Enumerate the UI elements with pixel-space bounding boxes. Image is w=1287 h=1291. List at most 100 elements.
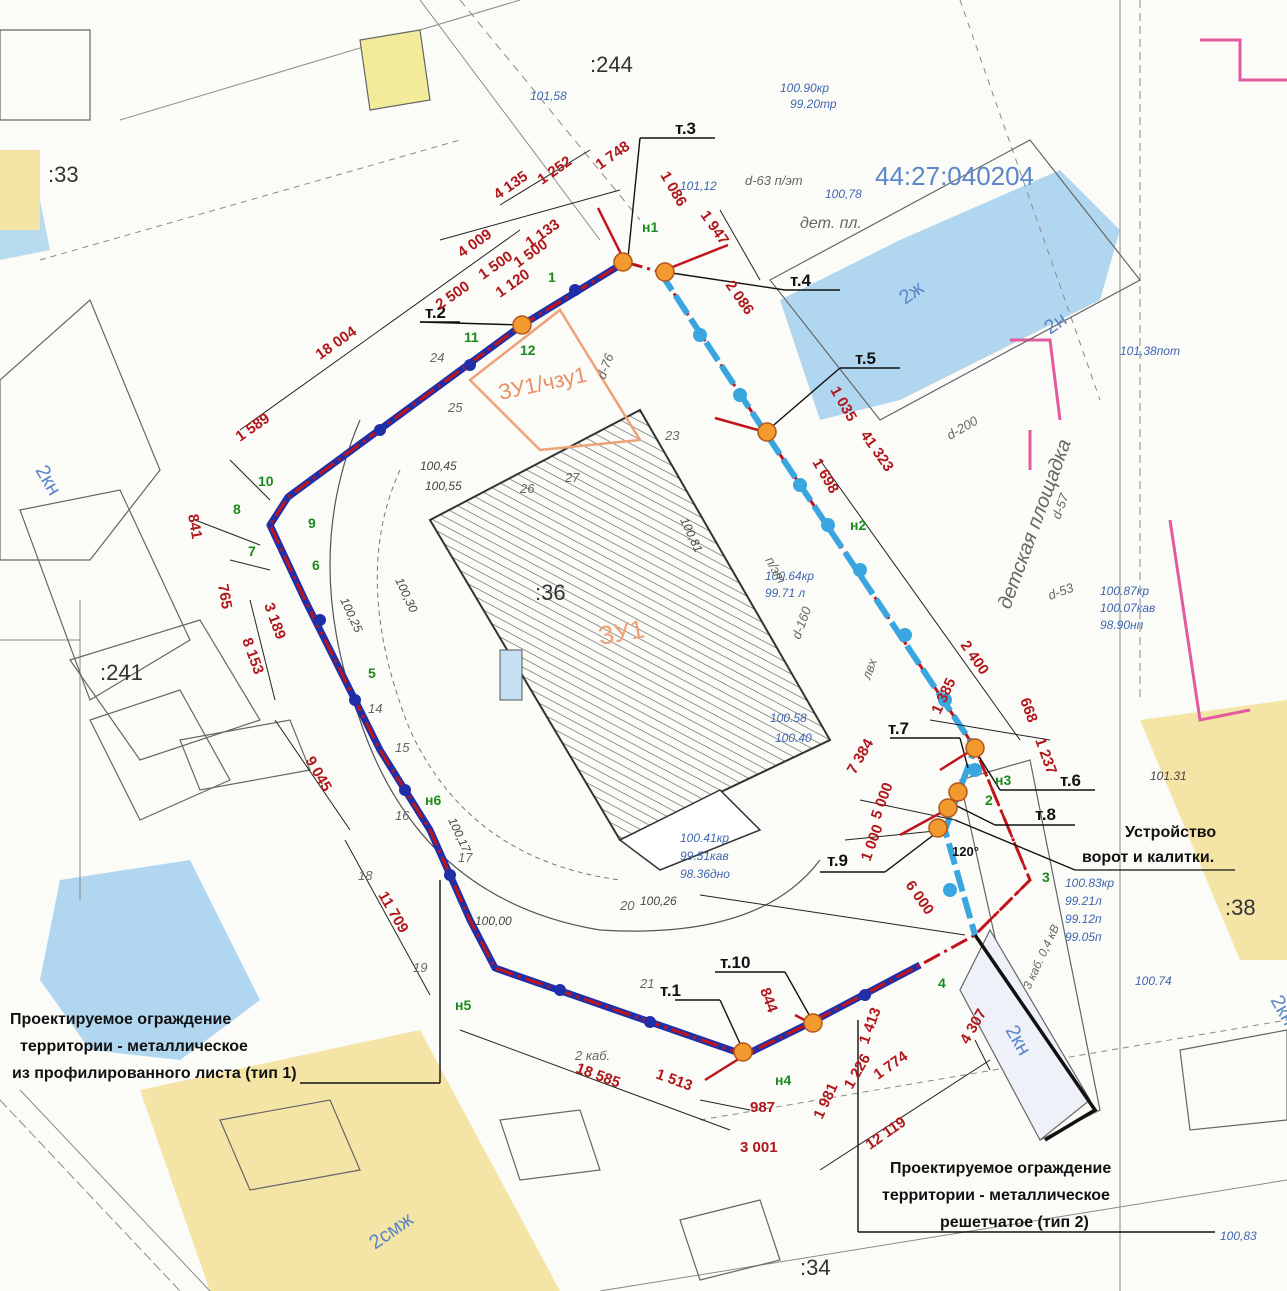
vertex-11: 11 <box>464 329 479 345</box>
elev: 100.87кр <box>1100 584 1149 598</box>
vertex-n2: н2 <box>850 517 866 533</box>
elev: 99.21л <box>1065 894 1102 908</box>
parcel-label: :36 <box>535 580 566 605</box>
elev: 98.90нп <box>1100 618 1144 632</box>
elev: 99.12п <box>1065 912 1102 926</box>
survey-num: 23 <box>664 428 680 443</box>
parcel-label: :33 <box>48 162 79 187</box>
vertex-n5: н5 <box>455 997 471 1013</box>
survey-num: 16 <box>395 808 410 823</box>
util-label: лвх <box>858 656 880 682</box>
angle-label: 120° <box>952 844 979 859</box>
fence2-note-line: территории - металлическое <box>882 1187 1110 1204</box>
elev: 100.74 <box>1135 974 1172 988</box>
block-number: 44:27:040204 <box>875 161 1034 191</box>
survey-num: 20 <box>619 898 635 913</box>
marker-t4 <box>655 262 675 282</box>
elev: 100.40 <box>775 731 812 745</box>
vertex-6: 6 <box>312 557 320 573</box>
vertex-n4: н4 <box>775 1072 791 1088</box>
place-label: дет. пл. <box>800 215 862 232</box>
leader-lines <box>300 137 1215 1233</box>
parcel-label: :38 <box>1225 895 1256 920</box>
fence2-note: Проектируемое ограждение территории - ме… <box>882 1160 1111 1231</box>
dimension-labels: 4 135 1 252 1 748 1 086 4 009 1 500 1 13… <box>184 138 1060 1156</box>
building-yellow <box>140 1030 560 1291</box>
vertex-n3: н3 <box>995 772 1011 788</box>
gate-note-line: ворот и калитки. <box>1082 849 1214 866</box>
gate-note: Устройство ворот и калитки. <box>1082 824 1216 866</box>
marker-t1 <box>733 1042 753 1062</box>
elev: 100.58 <box>770 711 807 725</box>
point-label-t8: т.8 <box>1035 805 1056 824</box>
survey-num: 17 <box>458 850 473 865</box>
vertex-4: 4 <box>938 975 946 991</box>
marker-t7 <box>948 782 968 802</box>
survey-numbers: 20 21 23 24 25 26 27 14 15 16 17 18 19 <box>358 350 680 991</box>
marker-t5 <box>757 422 777 442</box>
elev: 101,38пот <box>1120 344 1180 358</box>
elev: 99.71 л <box>765 586 805 600</box>
gate-note-line: Устройство <box>1125 824 1216 841</box>
parcel-label: :34 <box>800 1255 831 1280</box>
building-yellow <box>1140 700 1287 960</box>
fence1-note-line: из профилированного листа (тип 1) <box>12 1065 297 1082</box>
marker-t8 <box>938 798 958 818</box>
survey-num: 26 <box>519 481 535 496</box>
elev: 101.31 <box>1150 769 1187 783</box>
survey-num: 14 <box>368 701 382 716</box>
vertex-3: 3 <box>1042 869 1050 885</box>
elev: 100.83кр <box>1065 876 1114 890</box>
building-insert <box>499 649 523 701</box>
fence-type1-posts <box>314 284 871 1028</box>
vertex-12: 12 <box>520 342 536 358</box>
elev: 100,26 <box>640 894 677 908</box>
vertex-10: 10 <box>258 473 274 489</box>
elev: 99.05п <box>1065 930 1102 944</box>
elev: 100,45 <box>420 459 457 473</box>
dim: 765 <box>214 583 235 611</box>
water-area <box>780 170 1120 420</box>
elev: 101,12 <box>680 179 717 193</box>
elev: 100,55 <box>425 479 462 493</box>
survey-num: 19 <box>413 960 427 975</box>
point-label-t6: т.6 <box>1060 771 1081 790</box>
zone-part-outline <box>468 308 643 452</box>
survey-num: 18 <box>358 868 373 883</box>
elev: 100.41кр <box>680 831 729 845</box>
point-label-t7: т.7 <box>888 719 909 738</box>
survey-num: 21 <box>639 976 654 991</box>
elev: 100.90кр <box>780 81 829 95</box>
vertex-n6: н6 <box>425 792 441 808</box>
vertex-5: 5 <box>368 665 376 681</box>
track-curve-inner <box>376 469 621 881</box>
marker-t2 <box>512 315 532 335</box>
fence2-note-line: Проектируемое ограждение <box>890 1160 1111 1177</box>
marker-t9 <box>928 818 948 838</box>
building-outlines <box>0 29 1287 1281</box>
point-label-t9: т.9 <box>827 851 848 870</box>
elev: 100.07кав <box>1100 601 1155 615</box>
dim: 841 <box>184 513 205 541</box>
dim: 3 001 <box>740 1139 778 1156</box>
survey-num: 15 <box>395 740 410 755</box>
pink-boundaries <box>1010 38 1287 722</box>
point-label-t3: т.3 <box>675 119 696 138</box>
elev: 98.36дно <box>680 867 730 881</box>
point-label-t4: т.4 <box>790 271 812 290</box>
marker-t3 <box>613 252 633 272</box>
parcel-label: :244 <box>590 52 633 77</box>
main-building-annex <box>618 789 762 871</box>
elev: 100,00 <box>475 914 512 928</box>
elev: 100,83 <box>1220 1229 1257 1243</box>
vertex-2: 2 <box>985 792 993 808</box>
fence1-note: Проектируемое ограждение территории - ме… <box>10 1011 297 1082</box>
water-area <box>40 860 260 1060</box>
fence-type2-posts <box>693 328 982 897</box>
marker-t6 <box>965 738 985 758</box>
point-labels: т.1 т.2 т.3 т.4 т.5 т.6 т.7 т.8 т.9 т.10 <box>425 119 1081 1000</box>
vertex-8: 8 <box>233 501 241 517</box>
elev: 99.20тр <box>790 97 837 111</box>
